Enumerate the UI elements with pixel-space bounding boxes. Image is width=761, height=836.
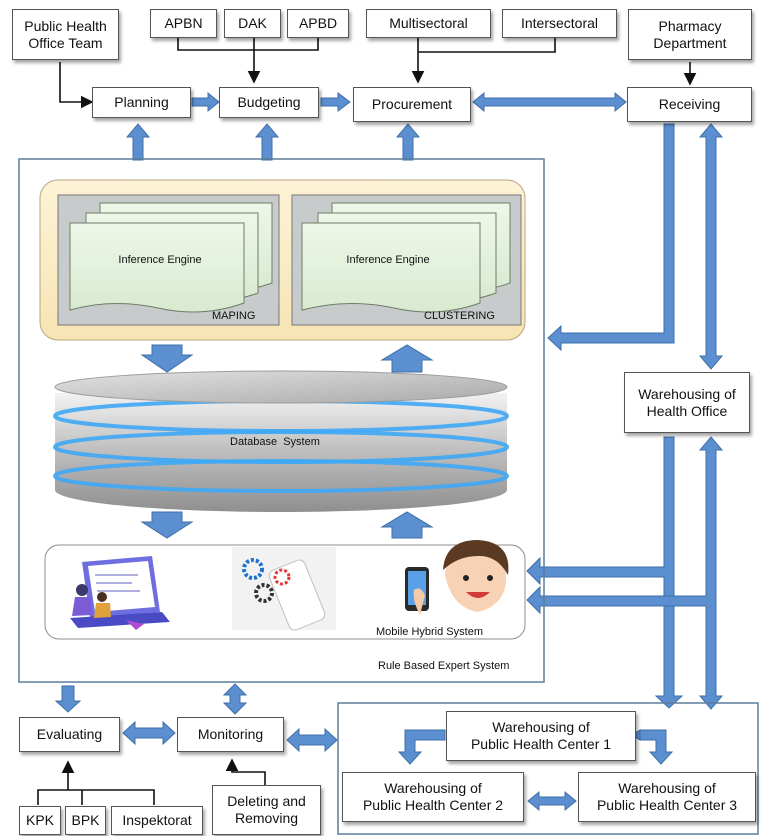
apbn-box: APBN (150, 9, 217, 38)
clustering-documents (301, 202, 511, 313)
database-cylinder (53, 370, 509, 512)
dak-box: DAK (224, 9, 281, 38)
monitoring-label: Monitoring (197, 726, 264, 742)
gears-phone-illustration (232, 547, 336, 631)
health-center-1-label: Warehousing of Public Health Center 1 (470, 719, 612, 752)
health-center-2-label: Warehousing of Public Health Center 2 (362, 780, 504, 813)
warehousing-office-box: Warehousing of Health Office (624, 372, 750, 433)
kpk-label: KPK (25, 812, 54, 828)
intersectoral-box: Intersectoral (502, 9, 617, 38)
database-label: Database System (230, 436, 320, 448)
health-center-3-label: Warehousing of Public Health Center 3 (596, 780, 738, 813)
connector-lines (37, 38, 697, 805)
block-arrows (54, 91, 724, 812)
pharmacy-box: Pharmacy Department (628, 9, 752, 60)
apbn-label: APBN (164, 15, 203, 31)
maping-documents (69, 202, 273, 313)
planning-label: Planning (114, 94, 169, 110)
planning-box: Planning (92, 87, 191, 118)
procurement-label: Procurement (371, 96, 453, 112)
monitoring-box: Monitoring (177, 717, 284, 752)
evaluating-label: Evaluating (36, 726, 103, 742)
multisectoral-box: Multisectoral (366, 9, 491, 38)
public-health-team-label: Public Health Office Team (24, 17, 107, 51)
dak-label: DAK (238, 15, 267, 31)
deleting-box: Deleting and Removing (212, 785, 321, 835)
evaluating-box: Evaluating (19, 717, 120, 752)
multisectoral-label: Multisectoral (389, 15, 468, 31)
person-illustration (405, 540, 512, 634)
receiving-label: Receiving (658, 96, 721, 112)
pharmacy-label: Pharmacy Department (653, 17, 727, 51)
budgeting-label: Budgeting (237, 94, 301, 110)
bpk-box: BPK (65, 806, 106, 835)
inspektorat-label: Inspektorat (122, 812, 192, 828)
health-center-3-box: Warehousing of Public Health Center 3 (578, 772, 756, 822)
clustering-label: CLUSTERING (424, 310, 495, 322)
mobile-hybrid-label: Mobile Hybrid System (376, 626, 483, 638)
receiving-box: Receiving (627, 87, 752, 122)
health-centers-frame (337, 702, 759, 835)
expert-system-label: Rule Based Expert System (378, 660, 510, 672)
public-health-team-box: Public Health Office Team (12, 9, 119, 60)
inference-engine-right-label: Inference Engine (346, 254, 430, 266)
health-center-1-box: Warehousing of Public Health Center 1 (446, 711, 636, 761)
health-center-2-box: Warehousing of Public Health Center 2 (342, 772, 524, 822)
inference-engine-left-label: Inference Engine (118, 254, 202, 266)
bpk-label: BPK (71, 812, 100, 828)
deleting-label: Deleting and Removing (227, 793, 306, 826)
laptop-illustration (70, 556, 170, 630)
warehousing-office-label: Warehousing of Health Office (638, 385, 736, 419)
apbd-label: APBD (298, 15, 338, 31)
budgeting-box: Budgeting (219, 87, 319, 118)
maping-label: MAPING (212, 310, 256, 322)
intersectoral-label: Intersectoral (520, 15, 599, 31)
kpk-box: KPK (19, 806, 61, 835)
procurement-box: Procurement (353, 87, 471, 122)
apbd-box: APBD (287, 9, 349, 38)
inspektorat-box: Inspektorat (111, 806, 203, 835)
expert-system-frame (18, 158, 545, 683)
